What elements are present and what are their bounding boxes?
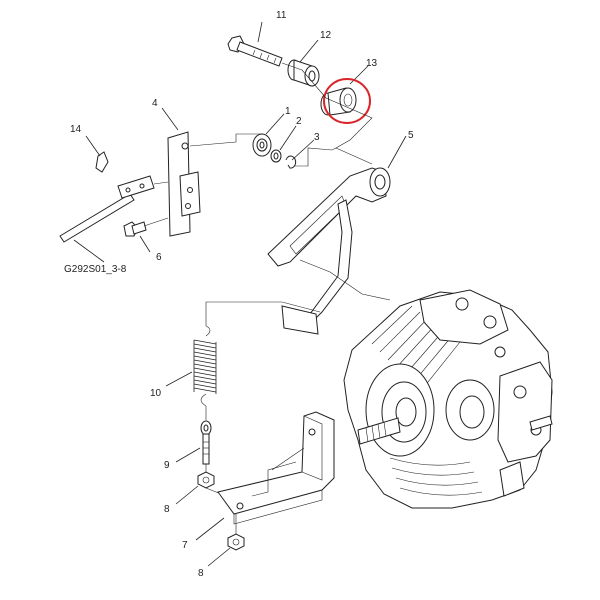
highlight-circle: [323, 78, 371, 124]
callout-2: 2: [296, 116, 302, 127]
callout-14: 14: [70, 124, 82, 135]
leader-8-upper: [175, 485, 199, 505]
leader-11: [257, 21, 263, 43]
leader-10: [165, 371, 193, 387]
leader-drawing-ref: [73, 239, 105, 263]
part-1-bearing[interactable]: [252, 133, 272, 157]
callout-8-upper: 8: [164, 504, 170, 515]
callout-3: 3: [314, 132, 320, 143]
leader-1: [265, 113, 285, 135]
callout-11: 11: [276, 10, 287, 21]
callout-10: 10: [150, 388, 162, 399]
leader-9: [175, 447, 201, 463]
part-6-bolt[interactable]: [123, 221, 147, 237]
callout-5: 5: [408, 130, 414, 141]
leader-4: [161, 107, 179, 131]
callout-6: 6: [156, 252, 162, 263]
callout-1: 1: [285, 106, 291, 117]
leader-7: [195, 517, 225, 541]
assembly-path-5-tx: [299, 259, 391, 301]
part-11-bolt[interactable]: [227, 35, 283, 67]
assembly-path-3-5: [294, 147, 337, 167]
leader-14: [85, 135, 101, 157]
part-12-bushing[interactable]: [287, 59, 320, 87]
callout-12: 12: [320, 30, 332, 41]
assembly-path-14-4: [153, 181, 169, 185]
leader-6: [139, 235, 151, 253]
part-10-spring[interactable]: [193, 325, 217, 407]
assembly-path-4-1: [189, 133, 262, 147]
callout-7: 7: [182, 540, 188, 551]
part-8-nut-upper[interactable]: [197, 471, 215, 489]
part-14-pin[interactable]: [59, 151, 155, 243]
leader-13: [349, 65, 369, 85]
drawing-reference: G292S01_3-8: [64, 264, 127, 275]
callout-9: 9: [164, 460, 170, 471]
part-7-mount-bracket[interactable]: [217, 411, 335, 525]
part-8-nut-lower[interactable]: [227, 533, 245, 551]
assembly-path-7-tx: [271, 447, 305, 471]
callout-8-lower: 8: [198, 568, 204, 579]
leader-2: [279, 125, 297, 151]
callout-13: 13: [366, 58, 378, 69]
leader-8-lower: [207, 547, 231, 567]
leader-5: [387, 135, 407, 169]
leader-12: [299, 39, 319, 63]
callout-4: 4: [152, 98, 158, 109]
part-9-eye-bolt[interactable]: [200, 420, 212, 465]
leader-3: [291, 139, 315, 161]
assembly-path-6-4: [143, 217, 169, 227]
part-5-pedal-arm[interactable]: [267, 167, 391, 335]
part-2-washer[interactable]: [270, 149, 282, 163]
part-4-bracket[interactable]: [167, 131, 201, 237]
assembly-path-10-5: [205, 301, 321, 326]
transmission-housing[interactable]: [343, 289, 553, 509]
